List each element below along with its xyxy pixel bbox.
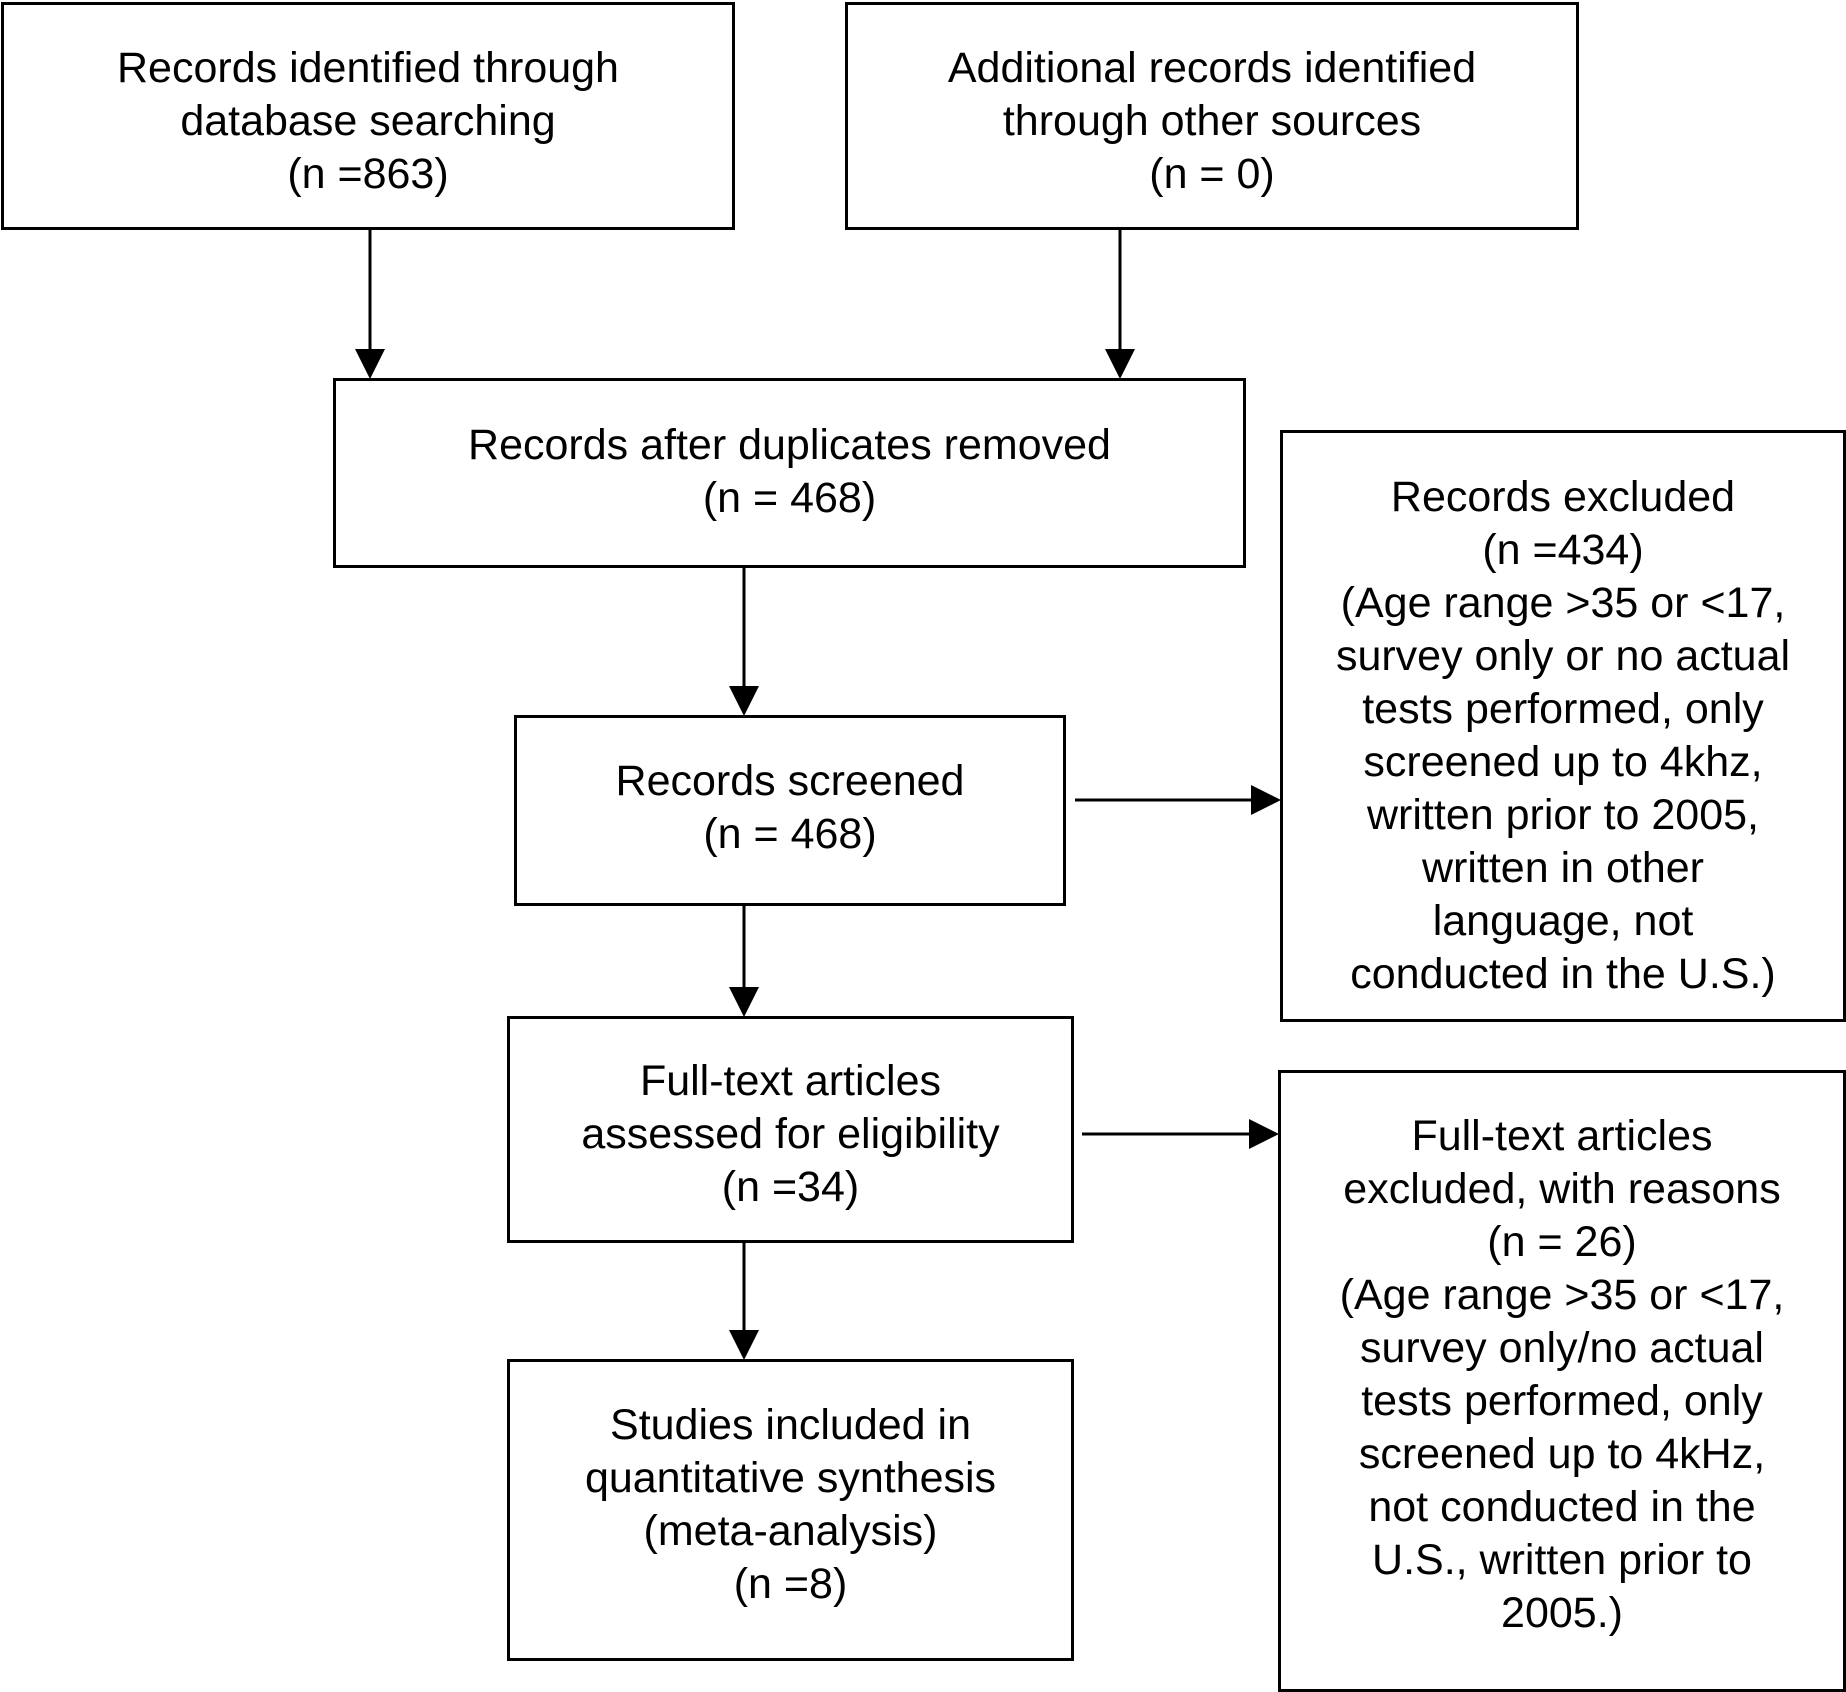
box-count: (n =434) <box>1482 526 1644 574</box>
box-reason-line: tests performed, only <box>1362 685 1764 733</box>
box-text-line: Full-text articles <box>1411 1112 1713 1160</box>
box-reason-line: language, not <box>1432 897 1694 945</box>
box-reason-line: screened up to 4kHz, <box>1358 1430 1766 1478</box>
box-reason-line: not conducted in the <box>1368 1483 1756 1531</box>
box-text-line: quantitative synthesis <box>584 1454 997 1502</box>
box-text-line: excluded, with reasons <box>1343 1165 1781 1213</box>
box-reason-line: (Age range >35 or <17, <box>1340 579 1786 627</box>
records-screened-box: Records screened (n = 468) <box>514 715 1066 906</box>
box-reason-line: (Age range >35 or <17, <box>1339 1271 1785 1319</box>
box-text-line: through other sources <box>1002 97 1422 145</box>
box-count: (n =34) <box>721 1163 860 1211</box>
box-reason-line: 2005.) <box>1501 1589 1623 1637</box>
box-count: (n = 0) <box>1149 150 1275 198</box>
records-excluded-box: Records excluded (n =434) (Age range >35… <box>1280 430 1846 1022</box>
full-text-assessed-box: Full-text articles assessed for eligibil… <box>507 1016 1074 1243</box>
box-count: (n = 468) <box>703 810 877 858</box>
box-text-line: Studies included in <box>610 1401 971 1449</box>
box-reason-line: survey only/no actual <box>1360 1324 1764 1372</box>
records-identified-other-sources-box: Additional records identified through ot… <box>845 2 1579 230</box>
box-reason-line: written in other <box>1421 844 1705 892</box>
box-text-line: Records excluded <box>1390 473 1736 521</box>
box-reason-line: written prior to 2005, <box>1367 791 1759 839</box>
box-text-line: Records identified through <box>117 44 619 92</box>
box-reason-line: tests performed, only <box>1361 1377 1763 1425</box>
box-reason-line: U.S., written prior to <box>1372 1536 1752 1584</box>
box-text-line: Full-text articles <box>639 1057 942 1105</box>
records-identified-database-box: Records identified through database sear… <box>1 2 735 230</box>
studies-included-box: Studies included in quantitative synthes… <box>507 1359 1074 1661</box>
box-count: (n =863) <box>287 150 449 198</box>
box-reason-line: screened up to 4khz, <box>1363 738 1763 786</box>
box-text-line: Records screened <box>615 757 965 805</box>
box-reason-line: survey only or no actual <box>1335 632 1791 680</box>
full-text-excluded-box: Full-text articles excluded, with reason… <box>1278 1070 1846 1692</box>
box-text-line: (meta-analysis) <box>643 1507 938 1555</box>
box-text-line: database searching <box>180 97 556 145</box>
box-text-line: Records after duplicates removed <box>468 421 1111 469</box>
records-after-duplicates-box: Records after duplicates removed (n = 46… <box>333 378 1246 568</box>
box-count: (n = 26) <box>1487 1218 1637 1266</box>
box-count: (n =8) <box>733 1560 848 1608</box>
box-reason-line: conducted in the U.S.) <box>1350 950 1776 998</box>
box-text-line: assessed for eligibility <box>581 1110 1000 1158</box>
box-count: (n = 468) <box>702 474 877 522</box>
box-text-line: Additional records identified <box>947 44 1477 92</box>
